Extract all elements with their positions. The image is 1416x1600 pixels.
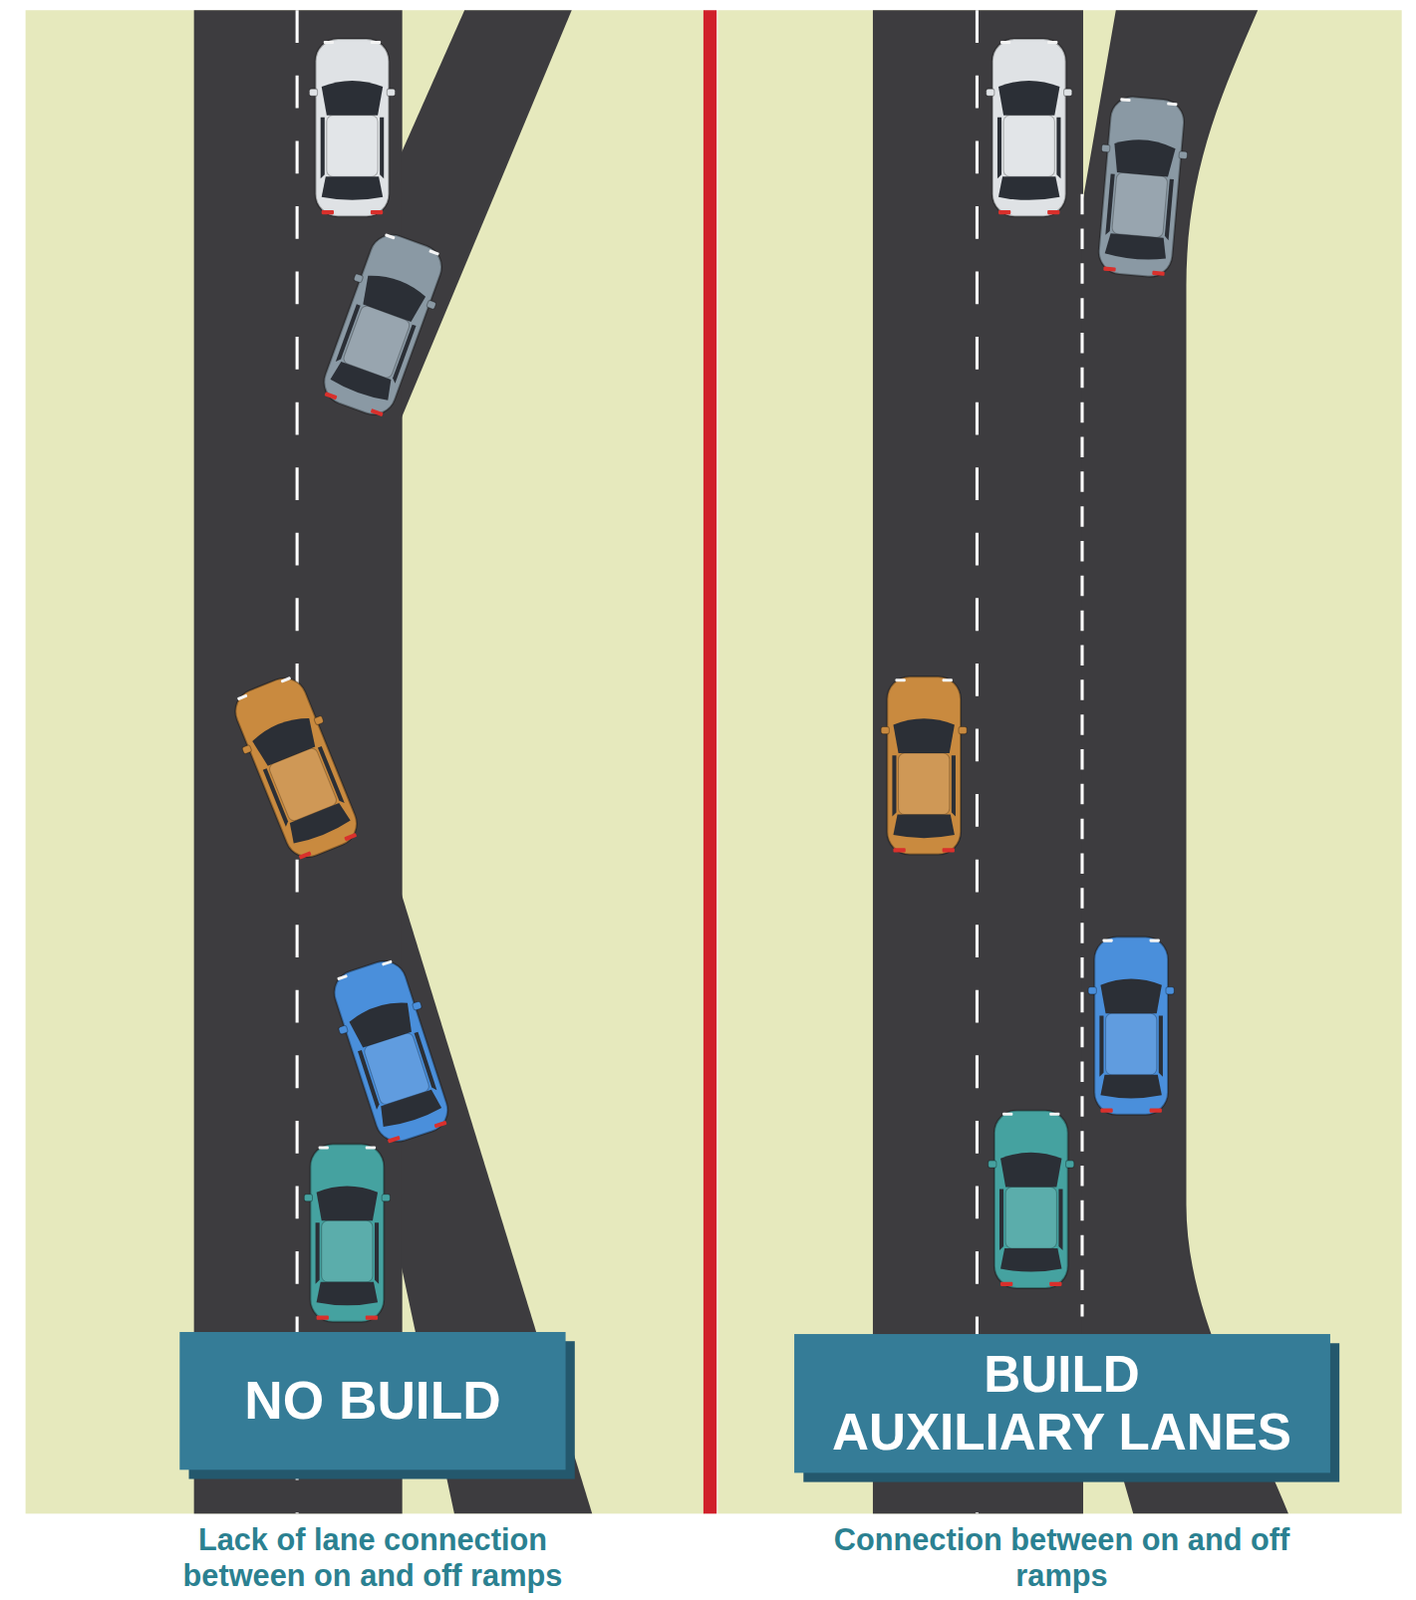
lane-marking <box>1080 194 1084 1318</box>
road <box>194 9 593 1514</box>
caption-note: Connection between on and off ramps <box>786 1523 1338 1595</box>
title-box: NO BUILD <box>179 1332 566 1470</box>
car <box>988 1111 1075 1289</box>
car <box>322 953 460 1149</box>
car <box>1088 937 1174 1116</box>
car <box>303 1143 390 1322</box>
lane-marking <box>975 9 979 1514</box>
car <box>986 38 1073 217</box>
divider <box>703 9 717 1514</box>
car <box>308 38 395 217</box>
car <box>880 676 967 854</box>
road <box>872 9 1289 1514</box>
car <box>311 226 454 423</box>
car <box>1091 94 1192 280</box>
car <box>223 669 370 867</box>
ground <box>717 9 1402 1514</box>
ground <box>25 9 705 1514</box>
caption-note: Lack of lane connection between on and o… <box>132 1523 613 1595</box>
box-title: BUILD AUXILIARY LANES <box>832 1346 1292 1461</box>
title-box: BUILD AUXILIARY LANES <box>794 1334 1331 1473</box>
box-title: NO BUILD <box>244 1371 501 1431</box>
